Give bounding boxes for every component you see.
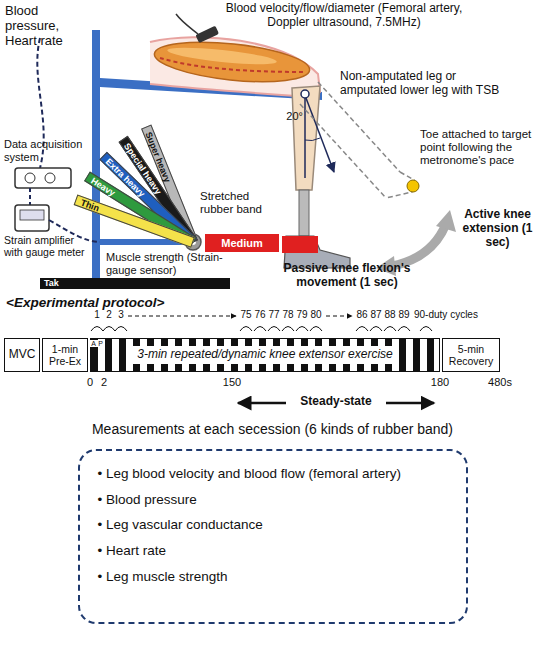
axis-label: 0 (75, 376, 105, 389)
annotation: Non-amputated leg or amputated lower leg… (340, 70, 515, 98)
cycle-arrow (128, 316, 236, 317)
axis-label: 1 (87, 309, 107, 321)
axis-label: P (97, 340, 104, 347)
cycle-brace (254, 327, 266, 332)
cycle-brace (356, 327, 368, 332)
knee-joint (301, 90, 309, 98)
cycle-brace (398, 327, 410, 332)
axis-label: 150 (217, 376, 247, 389)
axis-label: 78 (278, 309, 298, 321)
axis-label: 87 (366, 309, 386, 321)
annotation: Tak (44, 278, 74, 288)
axis-label: 80 (306, 309, 326, 321)
annotation: Blood pressure, Heart rate (5, 4, 93, 49)
axis-label: A (90, 340, 97, 347)
axis-label: 79 (292, 309, 312, 321)
annotation: Steady-state (286, 395, 386, 407)
measurement-item: • Leg muscle strength (98, 564, 448, 590)
measurement-panel: Measurements at each secession (6 kinds … (40, 421, 505, 624)
phase-box: MVC (4, 338, 40, 372)
probe-cable (176, 14, 198, 34)
cycle-brace (240, 327, 252, 332)
rubber-band: Medium (205, 234, 279, 252)
cycle-brace (268, 327, 280, 332)
annotation: <Experimental protocol> (6, 295, 226, 311)
annotation: Strain amplifier with gauge meter (4, 234, 90, 258)
femoral-artery (160, 58, 305, 72)
measurement-item: • Leg blood velocity and blood flow (fem… (98, 461, 448, 487)
annotation: 20° (281, 110, 303, 123)
box-label: MVC (9, 348, 36, 362)
extended-leg (300, 82, 400, 198)
cycle-brace (370, 327, 382, 332)
panel-heading: Measurements at each secession (6 kinds … (92, 421, 453, 437)
annotation: Data acquisition system (4, 138, 96, 163)
motion-arrowhead (436, 210, 456, 232)
cycle-brace (103, 327, 115, 332)
axis-label: 76 (250, 309, 270, 321)
measurement-item: • Heart rate (98, 538, 448, 564)
doppler-probe (195, 26, 219, 43)
annotation: Stretched rubber band (200, 190, 282, 216)
annotation: Muscle strength (Strain-gauge sensor) (106, 251, 236, 276)
cycle-brace (282, 327, 294, 332)
annotation: Toe attached to target point following t… (420, 128, 543, 168)
device-knob (25, 173, 35, 183)
gauge-meter (20, 210, 44, 220)
cycle-braces (91, 327, 432, 332)
cycle-brace (296, 327, 308, 332)
exercise-bar: 3-min repeated/dynamic knee extensor exe… (90, 338, 440, 372)
axis-label: 3 (111, 309, 131, 321)
cycle-brace (310, 327, 322, 332)
thigh-muscle (153, 36, 312, 88)
axis-label: 77 (264, 309, 284, 321)
axis-label: 86 (352, 309, 372, 321)
cycle-brace (91, 327, 103, 332)
chair-base (40, 278, 230, 289)
axis-label: 2 (89, 376, 119, 389)
measurement-item: • Leg vascular conductance (98, 512, 448, 538)
data-acquisition-device (15, 168, 71, 188)
dashed-box: • Leg blood velocity and blood flow (fem… (78, 449, 468, 624)
axis-label: 89 (394, 309, 414, 321)
axis-label: 180 (425, 376, 455, 389)
phase-box: 5-min Recovery (442, 338, 500, 372)
box-label: 1-min Pre-Ex (45, 343, 85, 367)
axis-label: 480s (485, 376, 515, 389)
measurement-item: • Blood pressure (98, 487, 448, 513)
axis-label: 2 (99, 309, 119, 321)
cycle-arrow (326, 316, 352, 317)
cycle-brace (420, 327, 432, 332)
angle-arc (305, 138, 320, 141)
axis-label: 90-duty cycles (414, 309, 539, 321)
annotation: Blood velocity/flow/diameter (Femoral ar… (218, 2, 470, 30)
prosthetic-socket (292, 86, 320, 190)
pylon (299, 190, 309, 236)
box-label: 5-min Recovery (445, 343, 497, 367)
annotation: Active knee extension (1 sec) (452, 208, 543, 249)
device-wire (29, 188, 31, 205)
device-knob (45, 173, 55, 183)
angle-arrow (306, 98, 334, 172)
target-point (407, 180, 419, 192)
cycle-brace (384, 327, 396, 332)
box-label: 3-min repeated/dynamic knee extensor exe… (131, 346, 398, 364)
ankle-strap (282, 236, 318, 253)
box-label: Medium (221, 237, 263, 250)
phase-box: 1-min Pre-Ex (42, 338, 88, 372)
annotation: Passive knee flexion's movement (1 sec) (262, 262, 432, 290)
axis-label: 75 (236, 309, 256, 321)
cycle-brace (115, 327, 127, 332)
strain-amplifier-device (15, 205, 49, 231)
motion-arrow (392, 224, 446, 266)
axis-label: 88 (380, 309, 400, 321)
